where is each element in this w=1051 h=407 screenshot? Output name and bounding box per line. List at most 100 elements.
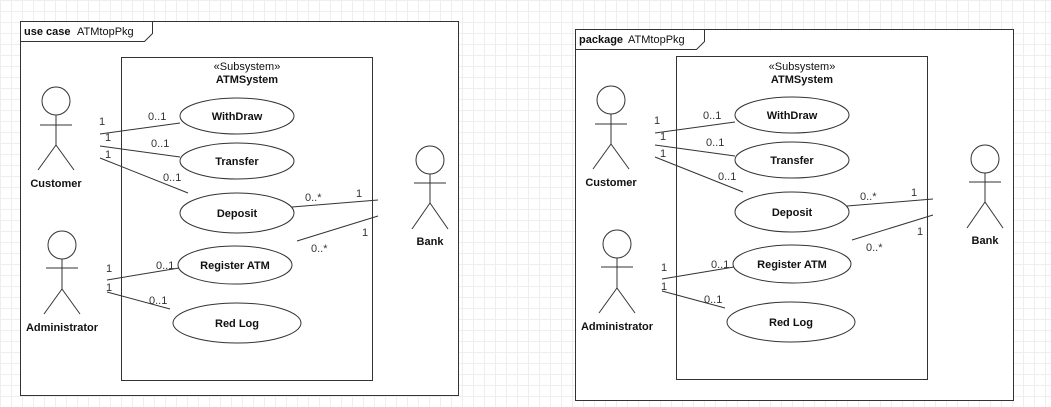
multiplicity-label: 0..1 (706, 137, 724, 149)
actor-bank[interactable]: Bank (966, 144, 1004, 247)
usecase-ellipse (734, 141, 850, 179)
stick-figure-icon (411, 145, 449, 230)
association-line[interactable] (851, 214, 934, 241)
association-line[interactable] (654, 156, 744, 193)
usecase-ellipse (179, 97, 295, 135)
actor-label: Customer (585, 177, 637, 189)
association-line[interactable] (654, 121, 736, 134)
usecase-label: WithDraw (767, 110, 818, 122)
multiplicity-label: 1 (654, 115, 660, 127)
association-line[interactable] (106, 291, 171, 310)
multiplicity-label: 0..1 (151, 138, 169, 150)
actor-label: Administrator (581, 321, 654, 333)
stick-figure-icon (598, 229, 636, 314)
multiplicity-label: 0..1 (149, 295, 167, 307)
multiplicity-label: 0..* (311, 243, 328, 255)
actor-label: Bank (972, 235, 1000, 247)
usecase-label: Red Log (769, 317, 813, 329)
multiplicity-label: 1 (106, 282, 112, 294)
usecase-label: Deposit (217, 208, 258, 220)
usecase-ellipse (179, 192, 295, 234)
association-line[interactable] (661, 266, 735, 280)
multiplicity-label: 0..1 (718, 171, 736, 183)
association-line[interactable] (291, 199, 379, 208)
usecase-withdraw[interactable]: WithDraw (179, 97, 295, 135)
association-line[interactable] (654, 144, 736, 157)
usecase-label: Red Log (215, 318, 259, 330)
usecase-red-log[interactable]: Red Log (172, 302, 302, 344)
association-line[interactable] (99, 122, 181, 135)
stick-figure-icon (966, 144, 1004, 229)
frame-tab (20, 21, 153, 42)
stick-figure-icon (37, 86, 75, 171)
multiplicity-label: 1 (356, 188, 362, 200)
usecase-deposit[interactable]: Deposit (179, 192, 295, 234)
multiplicity-label: 1 (362, 227, 368, 239)
frame-keyword: use case (24, 26, 70, 38)
usecase-ellipse (732, 244, 852, 284)
actor-customer[interactable]: Customer (30, 86, 82, 190)
actor-label: Bank (417, 236, 445, 248)
multiplicity-label: 1 (661, 262, 667, 274)
subsystem-stereotype: «Subsystem» (214, 61, 281, 73)
usecase-label: Deposit (772, 207, 813, 219)
stick-figure-icon (43, 230, 81, 315)
association-line[interactable] (99, 157, 189, 194)
frame-name: ATMtopPkg (628, 34, 685, 46)
usecase-withdraw[interactable]: WithDraw (734, 96, 850, 134)
multiplicity-label: 1 (105, 132, 111, 144)
multiplicity-label: 0..1 (704, 294, 722, 306)
actor-administrator[interactable]: Administrator (581, 229, 654, 333)
multiplicity-label: 0..* (305, 192, 322, 204)
multiplicity-label: 0..* (860, 191, 877, 203)
subsystem-name: ATMSystem (771, 74, 833, 86)
usecase-ellipse (726, 301, 856, 343)
actor-label: Administrator (26, 322, 99, 334)
usecase-label: Register ATM (200, 260, 270, 272)
usecase-register-atm[interactable]: Register ATM (177, 245, 293, 285)
actor-customer[interactable]: Customer (585, 85, 637, 189)
association-line[interactable] (846, 198, 934, 207)
usecase-ellipse (734, 191, 850, 233)
usecase-register-atm[interactable]: Register ATM (732, 244, 852, 284)
usecase-red-log[interactable]: Red Log (726, 301, 856, 343)
multiplicity-label: 1 (661, 281, 667, 293)
multiplicity-label: 1 (917, 226, 923, 238)
multiplicity-label: 0..1 (163, 172, 181, 184)
frame-name: ATMtopPkg (77, 26, 134, 38)
multiplicity-label: 1 (99, 116, 105, 128)
multiplicity-label: 0..1 (711, 259, 729, 271)
usecase-deposit[interactable]: Deposit (734, 191, 850, 233)
association-line[interactable] (99, 145, 181, 158)
usecase-transfer[interactable]: Transfer (734, 141, 850, 179)
frame-tab (575, 29, 705, 50)
multiplicity-label: 0..1 (703, 110, 721, 122)
diagram-frame-package[interactable]: package ATMtopPkg «Subsystem» ATMSystem … (575, 29, 1014, 401)
frame-keyword: package (579, 34, 623, 46)
stick-figure-icon (592, 85, 630, 170)
multiplicity-label: 1 (660, 148, 666, 160)
actor-administrator[interactable]: Administrator (26, 230, 99, 334)
usecase-label: WithDraw (212, 111, 263, 123)
usecase-transfer[interactable]: Transfer (179, 142, 295, 180)
association-line[interactable] (296, 215, 379, 242)
diagram-frame-usecase[interactable]: use case ATMtopPkg «Subsystem» ATMSystem… (20, 21, 459, 396)
usecase-label: Transfer (215, 156, 259, 168)
actor-label: Customer (30, 178, 82, 190)
subsystem-name: ATMSystem (216, 74, 278, 86)
multiplicity-label: 1 (660, 131, 666, 143)
multiplicity-label: 1 (106, 263, 112, 275)
multiplicity-label: 0..1 (156, 260, 174, 272)
usecase-ellipse (177, 245, 293, 285)
multiplicity-label: 0..1 (148, 111, 166, 123)
subsystem-stereotype: «Subsystem» (769, 61, 836, 73)
association-line[interactable] (661, 290, 726, 309)
actor-bank[interactable]: Bank (411, 145, 449, 248)
usecase-ellipse (179, 142, 295, 180)
association-line[interactable] (106, 267, 180, 281)
usecase-label: Transfer (770, 155, 814, 167)
usecase-label: Register ATM (757, 259, 827, 271)
multiplicity-label: 0..* (866, 242, 883, 254)
multiplicity-label: 1 (105, 149, 111, 161)
multiplicity-label: 1 (911, 187, 917, 199)
